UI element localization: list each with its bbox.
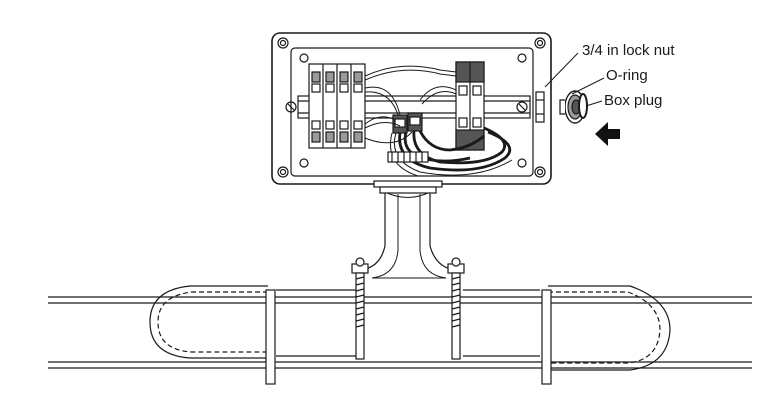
pipe-strap-right [541, 289, 552, 385]
o-ring-label: O-ring [606, 67, 648, 84]
terminal-blocks-left [308, 63, 366, 149]
stand-bolt-left [351, 257, 369, 360]
pipe-stand [359, 191, 457, 296]
terminal-blocks-right [455, 61, 485, 151]
pipe-strap-left [265, 289, 276, 385]
lock-nut-label: 3/4 in lock nut [582, 42, 675, 59]
stand-bolt-right [447, 257, 465, 360]
wiring [364, 65, 457, 144]
box-plug-label: Box plug [604, 92, 663, 109]
splice-connectors [392, 112, 423, 134]
side-entry-hole [535, 91, 545, 123]
callout-leaders [544, 52, 605, 107]
cable-gland [373, 151, 443, 194]
o-ring [578, 93, 588, 119]
heating-cable [149, 285, 671, 371]
corner-screw [277, 37, 546, 178]
insertion-arrow-icon [595, 122, 620, 146]
